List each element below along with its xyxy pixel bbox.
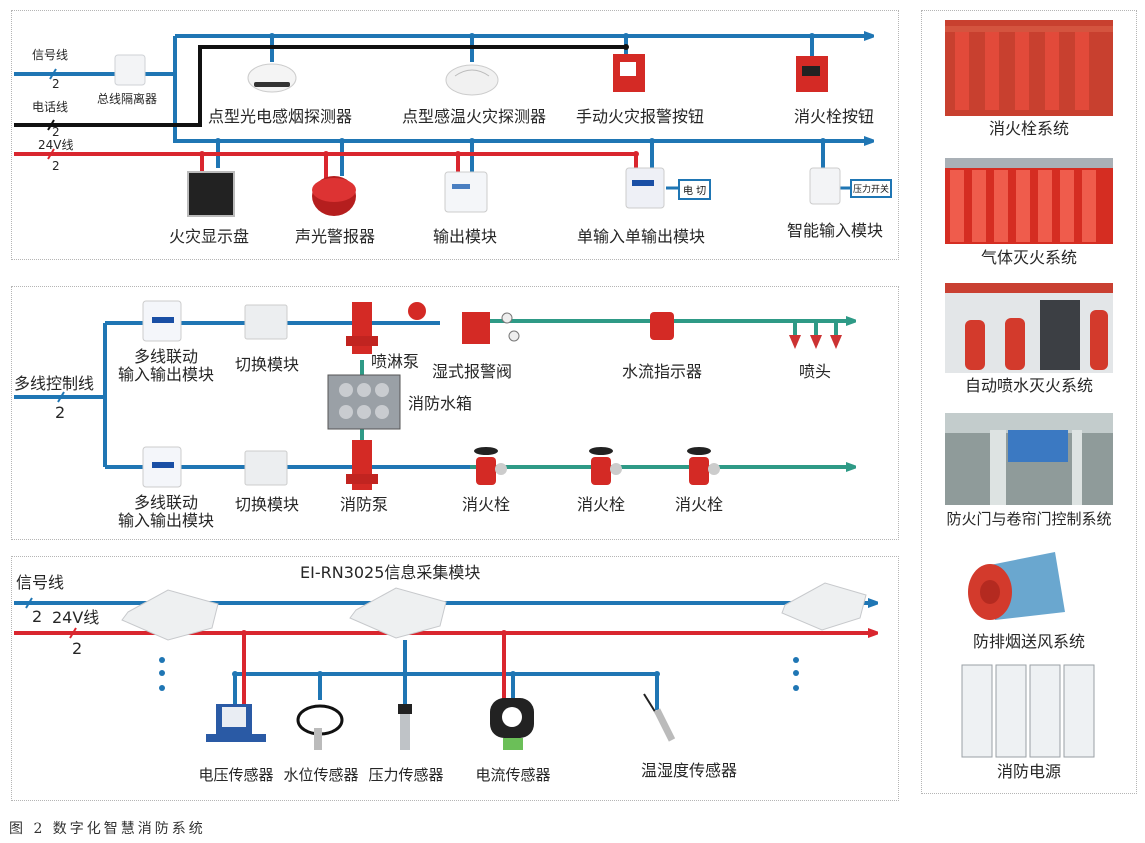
subsystems-panel (921, 10, 1137, 794)
sprinkler-pump-icon (346, 302, 378, 354)
sound-light-alarm-icon (312, 176, 356, 216)
output-module-label: 输出模块 (432, 227, 498, 246)
smoke-detector-icon (247, 63, 297, 93)
multi-line-io-module-label: 多线联动 输入输出模块 (117, 493, 215, 531)
sensor-signal-line-label: 信号线 (16, 573, 65, 592)
water-flow-indicator-label: 水流指示器 (621, 362, 703, 381)
sprinkler-system-image (945, 283, 1113, 373)
gas-extinguishing-image (945, 158, 1113, 244)
pressure-switch-tag: 压力开关 (850, 179, 893, 198)
fire-hydrant-label: 消火栓 (576, 495, 626, 514)
sensor-power-line-label: 24V线 (52, 608, 100, 627)
fire-pump-label: 消防泵 (339, 495, 389, 514)
switch-module-label: 切换模块 (234, 355, 300, 374)
fire-hydrant-icon (687, 447, 720, 485)
voltage-sensor-icon (206, 704, 266, 742)
hydrant-button-icon (796, 56, 828, 92)
figure-caption: 图 2 数字化智慧消防系统 (9, 821, 206, 837)
fire-door-image (945, 413, 1113, 505)
control-line-count: 2 (55, 403, 66, 422)
system-label-gas: 气体灭火系统 (980, 248, 1078, 267)
fire-display-panel-label: 火灾显示盘 (168, 227, 250, 246)
switch-module-label: 切换模块 (234, 495, 300, 514)
system-label-hydrant: 消火栓系统 (988, 119, 1070, 138)
water-level-sensor-icon (296, 704, 344, 750)
multi-line-io-module-label: 多线联动 输入输出模块 (117, 347, 215, 385)
signal-line-count: 2 (52, 77, 60, 91)
phone-line-count: 2 (52, 125, 60, 139)
temp-humidity-sensor-label: 温湿度传感器 (640, 761, 738, 780)
fire-hydrant-icon (589, 447, 622, 485)
system-label-sprinkler: 自动喷水灭火系统 (964, 376, 1094, 395)
single-io-module-icon (625, 167, 665, 209)
water-tank-icon (327, 374, 401, 430)
fire-display-panel-icon (187, 171, 235, 217)
collection-module-icon (349, 587, 447, 639)
collection-module-icon (781, 582, 867, 631)
signal-line-label: 信号线 (32, 48, 69, 62)
fire-hydrant-label: 消火栓 (461, 495, 511, 514)
system-label-power-supply: 消防电源 (996, 762, 1062, 781)
smoke-fan-image (968, 552, 1065, 620)
pressure-sensor-icon (398, 704, 412, 750)
wet-alarm-valve-icon (462, 312, 520, 344)
bus-isolator-label: 总线隔离器 (97, 92, 158, 106)
pressure-sensor-label: 压力传感器 (368, 766, 444, 784)
smoke-detector-label: 点型光电感烟探测器 (207, 107, 353, 126)
fire-alarm-bus-panel (11, 10, 899, 260)
power-line-label: 24V线 (38, 138, 74, 152)
sprinkler-head-label: 喷头 (798, 362, 832, 381)
water-level-sensor-label: 水位传感器 (283, 766, 359, 784)
sound-light-alarm-label: 声光警报器 (294, 227, 376, 246)
output-module-icon (444, 171, 488, 213)
collection-module-icon (121, 589, 219, 641)
wet-alarm-valve-label: 湿式报警阀 (432, 362, 513, 381)
single-io-module-label: 单输入单输出模块 (576, 227, 706, 246)
heat-detector-icon (445, 64, 499, 96)
switch-module-icon (244, 450, 288, 486)
voltage-sensor-label: 电压传感器 (198, 766, 274, 784)
switch-module-icon (244, 304, 288, 340)
heat-detector-label: 点型感温火灾探测器 (401, 107, 547, 126)
water-tank-label: 消防水箱 (408, 394, 473, 413)
power-line-24v (14, 152, 638, 180)
multi-line-io-module-icon (142, 446, 182, 488)
multi-line-io-module-icon (142, 300, 182, 342)
phone-line-label: 电话线 (32, 100, 69, 114)
current-sensor-label: 电流传感器 (475, 766, 551, 784)
sprinkler-head-icon (789, 335, 842, 349)
current-sensor-icon (490, 698, 534, 750)
smart-input-module-icon (809, 167, 841, 205)
collection-module-label: EI-RN3025信息采集模块 (300, 563, 481, 582)
temp-humidity-sensor-icon (643, 693, 676, 742)
hydrant-system-image (945, 20, 1113, 116)
control-line (14, 321, 470, 469)
more-modules-ellipsis (159, 657, 799, 691)
power-line-count: 2 (52, 159, 60, 173)
fire-pump-icon (346, 440, 378, 490)
power-cut-tag: 电 切 (678, 179, 712, 200)
system-label-fire-door: 防火门与卷帘门控制系统 (946, 510, 1112, 528)
fire-power-supply-image (961, 664, 1095, 758)
sensor-power-line-count: 2 (72, 639, 83, 658)
smart-input-module-label: 智能输入模块 (786, 221, 884, 240)
hydrant-button-label: 消火栓按钮 (793, 107, 875, 126)
sensor-signal-line-count: 2 (32, 607, 43, 626)
control-line-label: 多线控制线 (14, 374, 95, 393)
sprinkler-pump-label: 喷淋泵 (371, 352, 420, 371)
manual-alarm-button-icon (613, 54, 645, 92)
bus-isolator-device (114, 54, 146, 86)
manual-alarm-button-label: 手动火灾报警按钮 (575, 107, 705, 126)
system-label-smoke-exhaust: 防排烟送风系统 (972, 632, 1086, 651)
fire-hydrant-label: 消火栓 (674, 495, 724, 514)
water-flow-indicator-icon (650, 312, 674, 340)
alarm-bell-icon (408, 302, 426, 320)
phone-line (14, 45, 626, 127)
sensor-power-line (14, 633, 870, 705)
fire-hydrant-icon (474, 447, 507, 485)
